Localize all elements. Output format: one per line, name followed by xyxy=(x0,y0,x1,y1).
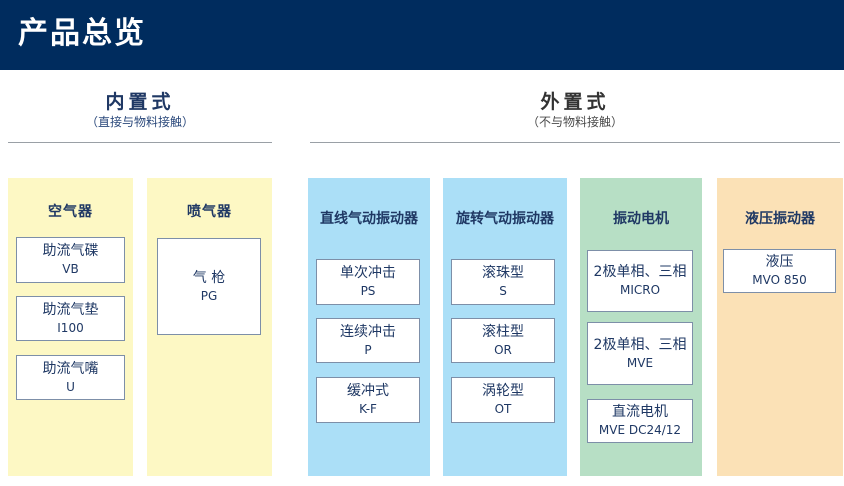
section-title-external: 外置式 xyxy=(540,91,610,113)
product-code: U xyxy=(66,379,75,394)
product-code: MVE xyxy=(626,355,654,370)
product-code: MVE DC24/12 xyxy=(598,423,682,437)
column-vibration-motors: 振动电机 2极单相、三相 MICRO 2极单相、三相 MVE 直流电机 MVE … xyxy=(580,178,702,476)
product-box: 连续冲击 P xyxy=(316,318,420,363)
product-code: P xyxy=(364,342,372,357)
column-title: 振动电机 xyxy=(613,211,669,227)
product-code: MVO 850 xyxy=(752,273,807,287)
column-rotary-pneumatic-vibrators: 旋转气动振动器 滚珠型 S 滚柱型 OR 涡轮型 OT xyxy=(443,178,567,476)
product-code: OT xyxy=(494,402,512,416)
product-box: 缓冲式 K-F xyxy=(316,377,420,423)
product-box: 气 枪 PG xyxy=(157,238,261,335)
column-air-devices: 空气器 助流气碟 VB 助流气垫 I100 助流气嘴 U xyxy=(8,178,133,476)
title-bar: 产品总览 xyxy=(0,0,844,70)
product-name: 滚柱型 xyxy=(482,323,524,340)
divider-internal xyxy=(8,142,272,143)
product-name: 助流气垫 xyxy=(42,301,99,318)
column-linear-pneumatic-vibrators: 直线气动振动器 单次冲击 PS 连续冲击 P 缓冲式 K-F xyxy=(308,178,430,476)
column-title: 喷气器 xyxy=(187,204,232,220)
product-name: 2极单相、三相 xyxy=(593,336,687,353)
section-heading-external: 外置式 （不与物料接触） xyxy=(310,90,840,131)
product-code: VB xyxy=(62,262,79,276)
product-box: 2极单相、三相 MVE xyxy=(587,322,693,385)
column-title: 空气器 xyxy=(48,204,93,220)
product-name: 助流气碟 xyxy=(42,243,99,259)
product-box: 滚珠型 S xyxy=(451,259,555,305)
column-title: 直线气动振动器 xyxy=(320,211,418,227)
section-title-internal: 内置式 xyxy=(105,91,175,113)
product-code: S xyxy=(499,284,507,298)
product-code: PS xyxy=(360,284,376,298)
product-box: 助流气嘴 U xyxy=(16,355,125,400)
product-box: 单次冲击 PS xyxy=(316,259,420,305)
product-box: 助流气碟 VB xyxy=(16,237,125,283)
column-title: 旋转气动振动器 xyxy=(456,211,554,227)
product-name: 缓冲式 xyxy=(347,383,389,399)
product-name: 滚珠型 xyxy=(482,265,524,281)
product-box: 直流电机 MVE DC24/12 xyxy=(587,399,693,443)
product-box: 涡轮型 OT xyxy=(451,377,555,423)
product-code: K-F xyxy=(359,402,377,416)
section-subtitle-external: （不与物料接触） xyxy=(526,115,623,129)
column-hydraulic-vibrators: 液压振动器 液压 MVO 850 xyxy=(717,178,843,476)
product-box: 助流气垫 I100 xyxy=(16,296,125,341)
page-title: 产品总览 xyxy=(18,16,146,51)
section-subtitle-internal: （直接与物料接触） xyxy=(85,115,194,129)
product-name: 液压 xyxy=(765,254,794,270)
divider-external xyxy=(310,142,840,143)
product-name: 连续冲击 xyxy=(340,323,396,340)
product-code: MICRO xyxy=(619,283,661,297)
product-box: 2极单相、三相 MICRO xyxy=(587,250,693,312)
product-box: 液压 MVO 850 xyxy=(723,249,836,293)
product-name: 2极单相、三相 xyxy=(593,264,687,280)
column-air-jet: 喷气器 气 枪 PG xyxy=(147,178,272,476)
product-name: 直流电机 xyxy=(612,404,668,420)
column-title: 液压振动器 xyxy=(745,211,815,227)
product-code: I100 xyxy=(57,320,84,335)
product-box: 滚柱型 OR xyxy=(451,318,555,363)
section-heading-internal: 内置式 （直接与物料接触） xyxy=(8,90,272,131)
product-name: 助流气嘴 xyxy=(42,360,99,377)
product-name: 单次冲击 xyxy=(340,265,396,281)
product-code: OR xyxy=(494,342,512,357)
product-name: 涡轮型 xyxy=(482,383,524,399)
product-name: 气 枪 xyxy=(192,269,226,286)
product-code: PG xyxy=(200,288,218,303)
